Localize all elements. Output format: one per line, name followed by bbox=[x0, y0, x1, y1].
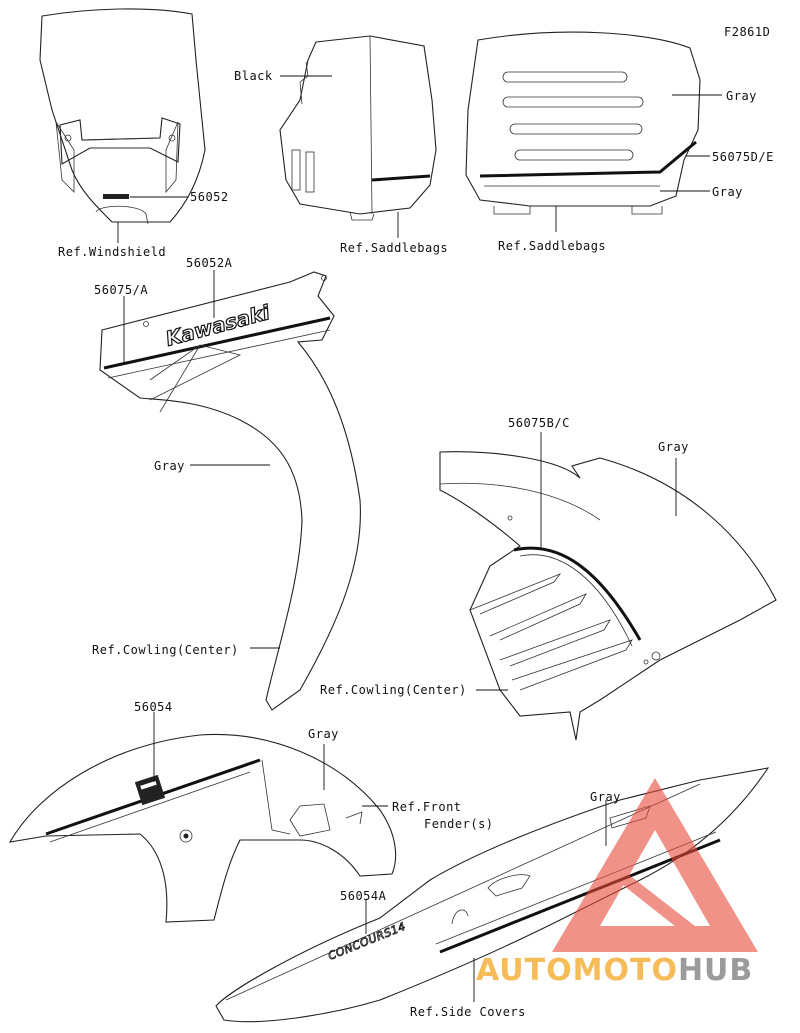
figure-code: F2861D bbox=[724, 25, 770, 39]
saddlebag-right-illustration bbox=[465, 31, 701, 215]
label-gray-side-cover: Gray bbox=[590, 790, 621, 804]
label-56054a: 56054A bbox=[340, 889, 387, 903]
label-ref-cowling-right: Ref.Cowling(Center) bbox=[320, 683, 467, 697]
label-ref-saddlebags-right: Ref.Saddlebags bbox=[498, 239, 606, 253]
label-black: Black bbox=[234, 69, 273, 83]
label-56075bc: 56075B/C bbox=[508, 416, 570, 430]
watermark-text-hub: HUB bbox=[678, 953, 753, 988]
label-56052a: 56052A bbox=[186, 256, 233, 270]
watermark-text-auto-moto: AUTOMOTO bbox=[476, 953, 678, 988]
decal-56054-mark bbox=[134, 774, 166, 806]
saddlebag-left-illustration bbox=[279, 35, 437, 221]
label-56075de: 56075D/E bbox=[712, 150, 774, 164]
label-gray-saddlebag-top: Gray bbox=[726, 89, 757, 103]
label-56054: 56054 bbox=[134, 700, 173, 714]
label-ref-windshield: Ref.Windshield bbox=[58, 245, 166, 259]
label-ref-saddlebags-left: Ref.Saddlebags bbox=[340, 241, 448, 255]
concours-decal: CONCOURS14 bbox=[326, 920, 407, 963]
label-56052: 56052 bbox=[190, 190, 229, 204]
label-gray-saddlebag-bottom: Gray bbox=[712, 185, 743, 199]
label-ref-front-fender-line2: Fender(s) bbox=[424, 817, 494, 831]
watermark-triangle-icon bbox=[552, 778, 758, 952]
watermark-text: AUTOMOTOHUB bbox=[476, 953, 753, 988]
windshield-illustration bbox=[39, 8, 206, 225]
label-ref-front-fender-line1: Ref.Front bbox=[392, 800, 462, 814]
cowling-right-illustration bbox=[439, 451, 777, 741]
front-fender-illustration bbox=[8, 733, 397, 923]
watermark-logo bbox=[552, 778, 758, 952]
label-gray-fender: Gray bbox=[308, 727, 339, 741]
label-ref-side-covers: Ref.Side Covers bbox=[410, 1005, 526, 1019]
label-56075a: 56075/A bbox=[94, 283, 148, 297]
decal-56052-mark bbox=[103, 194, 129, 199]
label-gray-cowling-right: Gray bbox=[658, 440, 689, 454]
label-gray-cowling-left: Gray bbox=[154, 459, 185, 473]
label-ref-cowling-left: Ref.Cowling(Center) bbox=[92, 643, 239, 657]
